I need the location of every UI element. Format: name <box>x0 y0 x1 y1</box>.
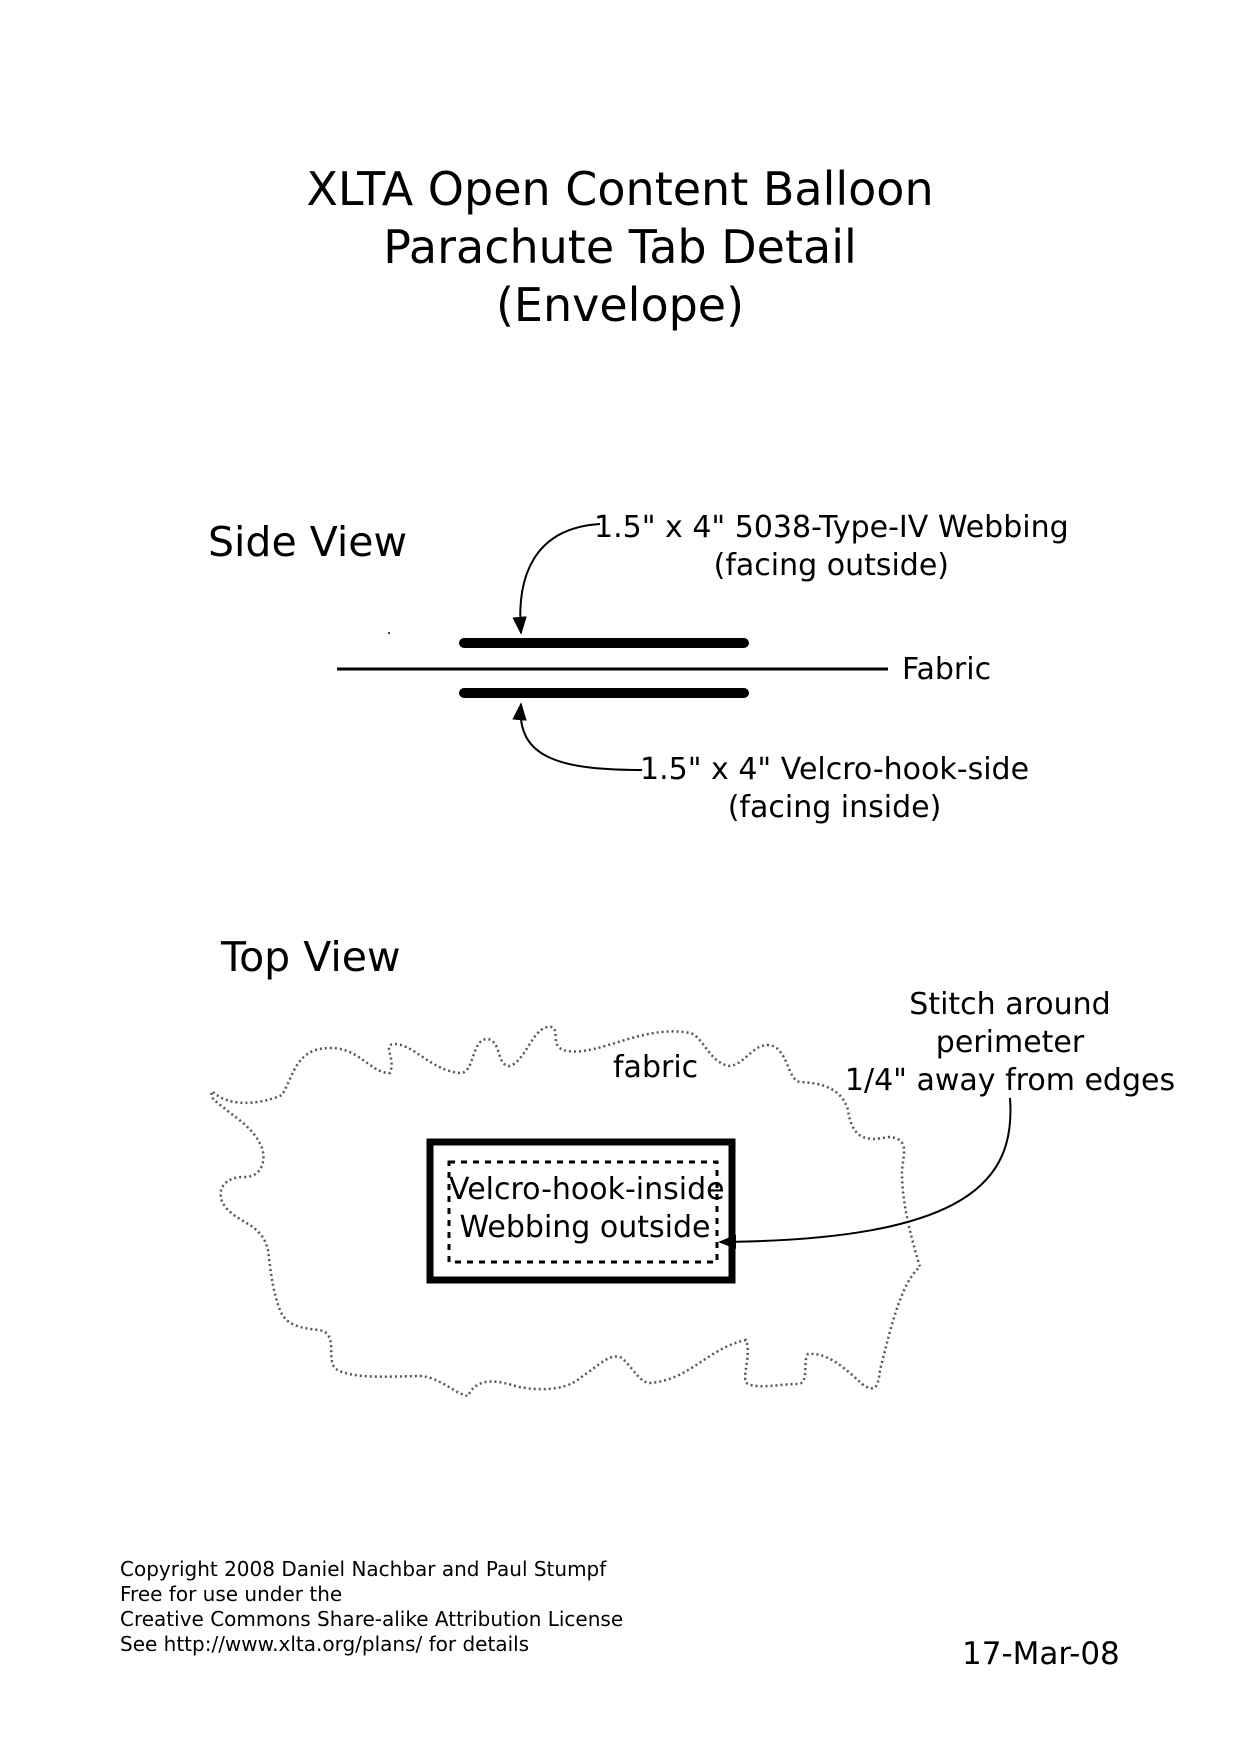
webbing-arrow <box>512 523 601 635</box>
copyright-line-2: Free for use under the <box>120 1582 343 1606</box>
tab-outer-rect <box>426 1138 736 1284</box>
stitch-label: Stitch around perimeter 1/4" away from e… <box>844 986 1176 1100</box>
top-fabric-label: fabric <box>613 1050 699 1085</box>
title-line-3: (Envelope) <box>495 278 745 332</box>
title-line-1: XLTA Open Content Balloon <box>306 162 934 216</box>
stray-dot <box>388 632 390 634</box>
tab-label-line-1: Velcro-hook-inside <box>449 1172 725 1207</box>
stitch-arrow <box>718 1097 1012 1250</box>
title-line-2: Parachute Tab Detail <box>383 220 857 274</box>
date-stamp: 17-Mar-08 <box>962 1636 1120 1672</box>
copyright-line-1: Copyright 2008 Daniel Nachbar and Paul S… <box>120 1557 607 1581</box>
copyright-notice: Copyright 2008 Daniel Nachbar and Paul S… <box>120 1557 623 1657</box>
tab-label: Velcro-hook-inside Webbing outside <box>449 1171 725 1247</box>
side-fabric-label: Fabric <box>902 652 992 687</box>
velcro-arrow <box>512 702 643 771</box>
webbing-label: 1.5" x 4" 5038-Type-IV Webbing (facing o… <box>594 509 1069 585</box>
velcro-label: 1.5" x 4" Velcro-hook-side (facing insid… <box>640 751 1029 827</box>
stitch-label-line-2: perimeter <box>935 1025 1085 1060</box>
stitch-label-line-1: Stitch around <box>909 987 1111 1022</box>
copyright-line-3: Creative Commons Share-alike Attribution… <box>120 1607 624 1631</box>
velcro-label-line-1: 1.5" x 4" Velcro-hook-side <box>640 752 1030 787</box>
copyright-line-4: See http://www.xlta.org/plans/ for detai… <box>120 1632 530 1656</box>
webbing-label-line-2: (facing outside) <box>713 548 950 583</box>
stitch-label-line-3: 1/4" away from edges <box>844 1063 1176 1098</box>
top-view-heading: Top View <box>221 933 401 981</box>
diagram-title: XLTA Open Content Balloon Parachute Tab … <box>0 160 1240 334</box>
stitch-line-rect <box>447 1160 719 1264</box>
webbing-label-line-1: 1.5" x 4" 5038-Type-IV Webbing <box>594 510 1069 545</box>
side-view-heading: Side View <box>208 518 407 566</box>
tab-label-line-2: Webbing outside <box>459 1210 711 1245</box>
velcro-label-line-2: (facing inside) <box>727 790 942 825</box>
